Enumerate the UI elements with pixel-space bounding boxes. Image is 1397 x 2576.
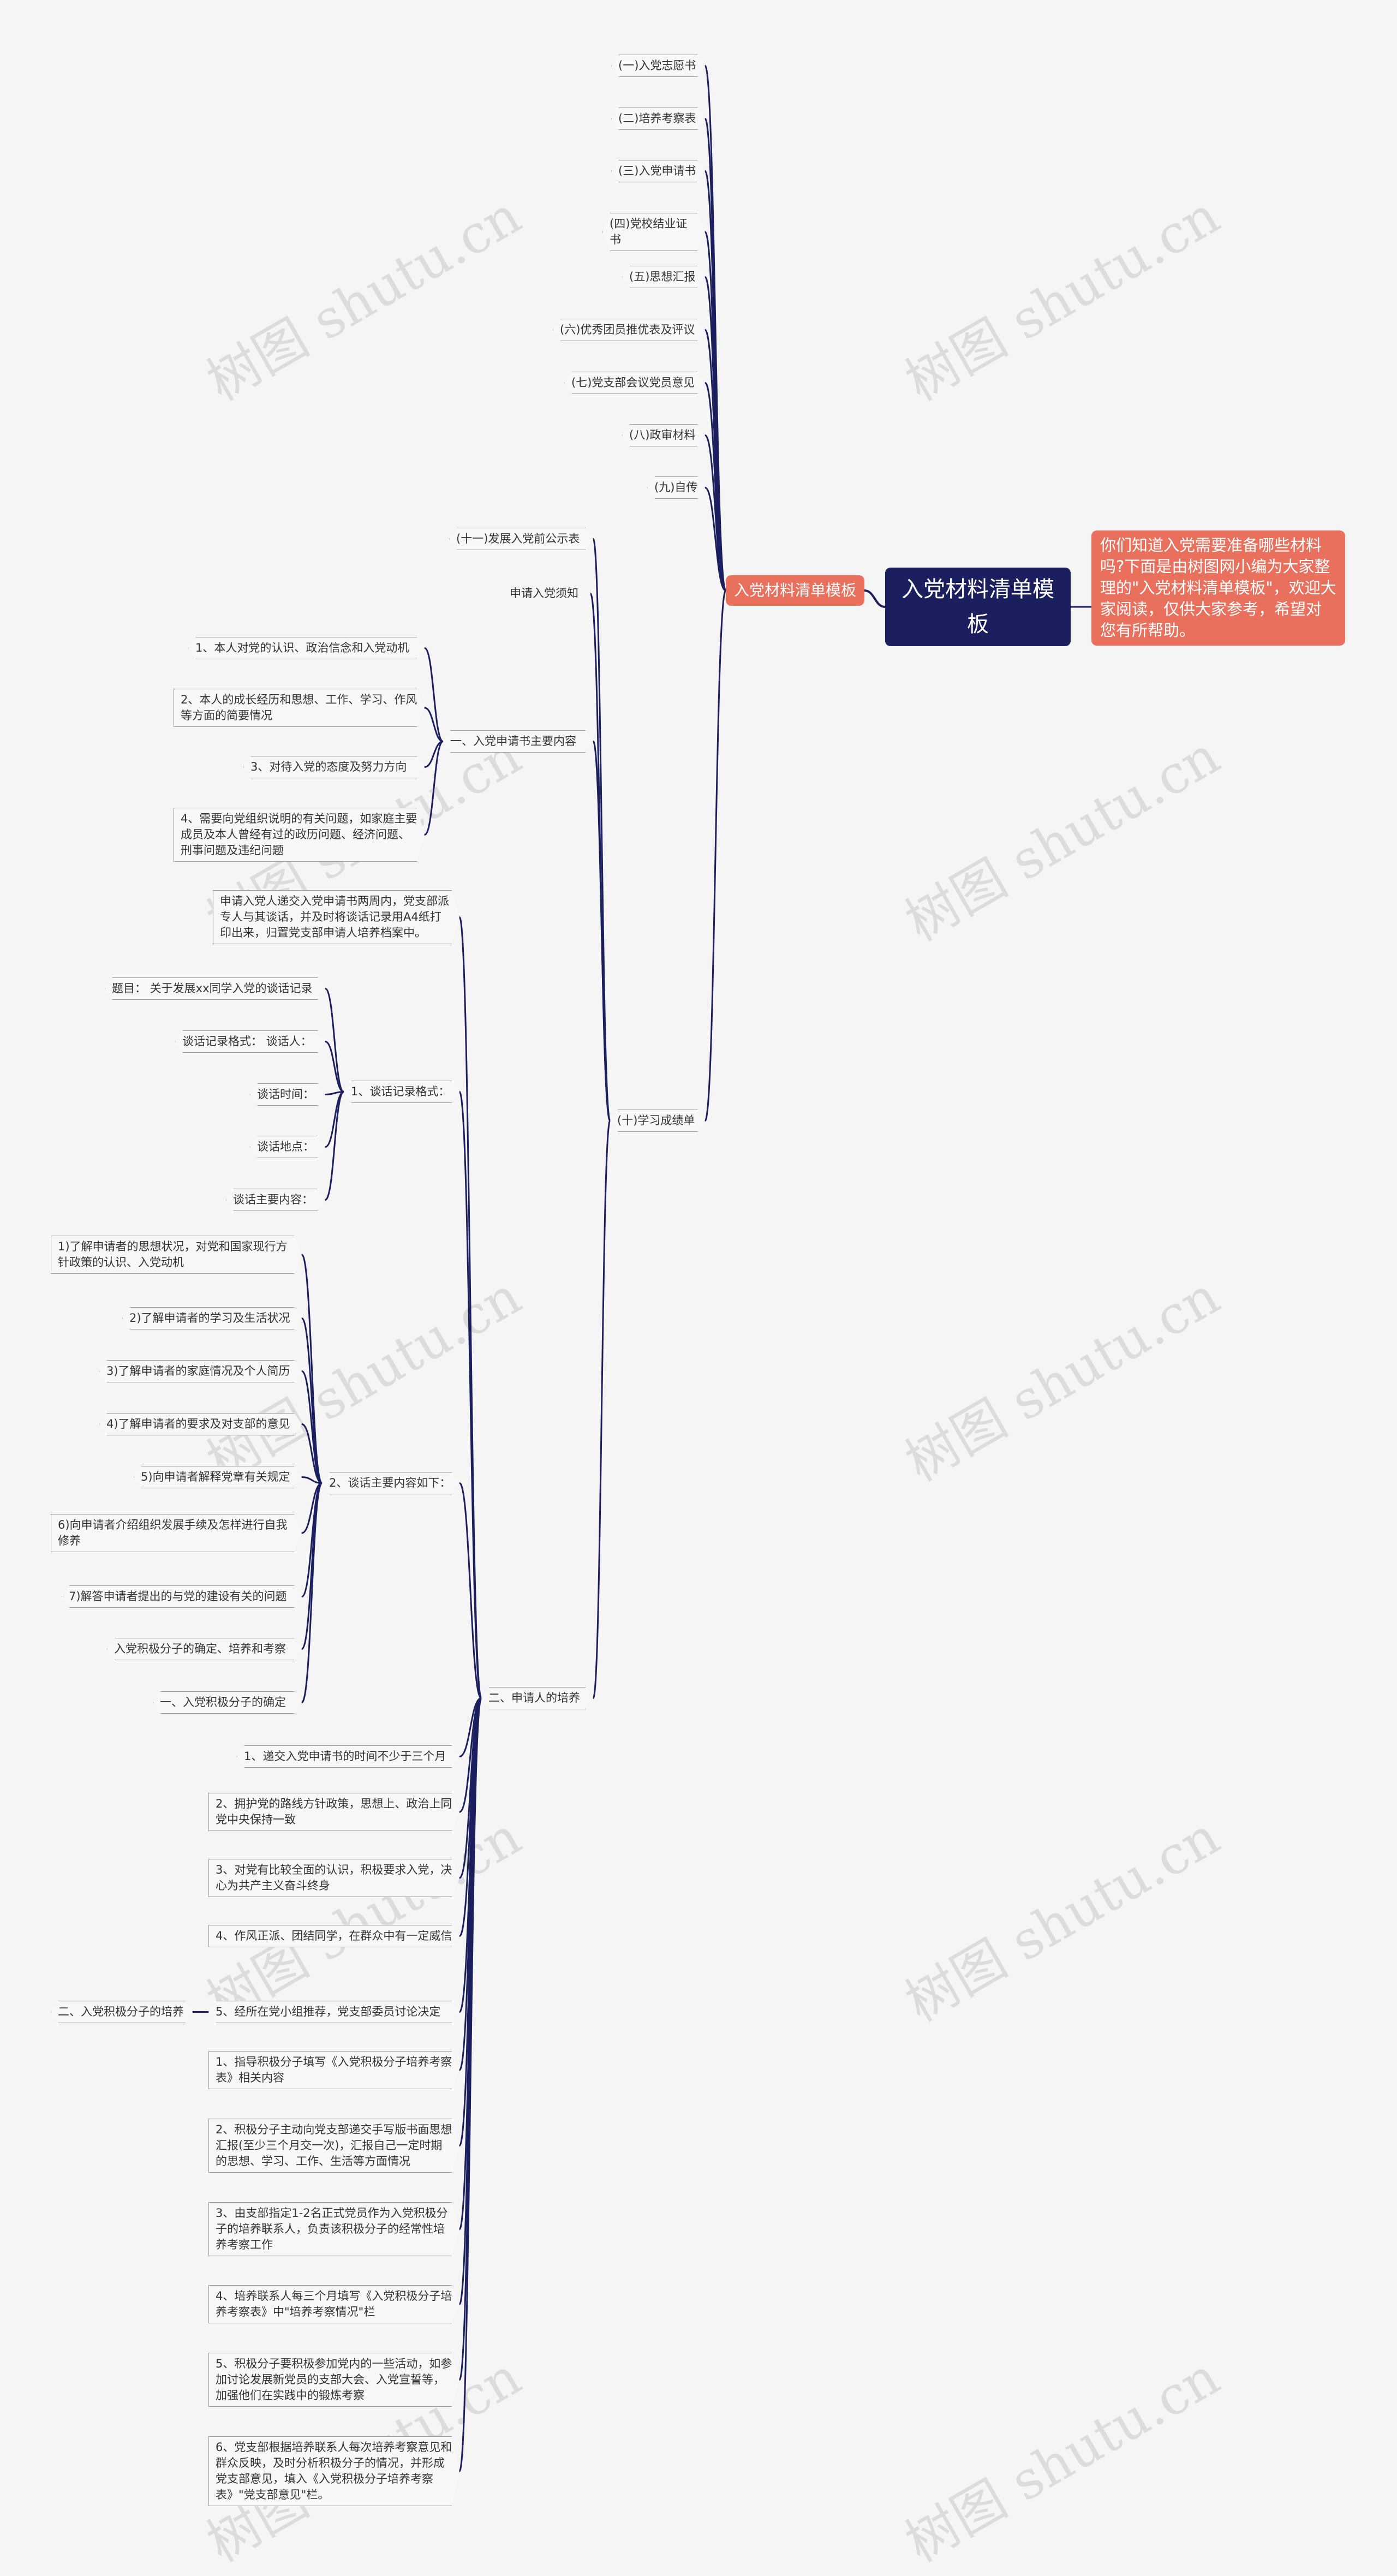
connector-line: [325, 1091, 344, 1201]
connector-line: [301, 1370, 323, 1484]
connector-line: [325, 1041, 344, 1093]
talk-record-format[interactable]: 1、谈话记录格式：: [344, 1081, 459, 1103]
training-item[interactable]: 3、由支部指定1-2名正式党员作为入党积极分子的培养联系人，负责该积极分子的经常…: [208, 2202, 459, 2256]
connector-line: [592, 741, 611, 1122]
talk-point[interactable]: 5)向申请者解释党章有关规定: [134, 1466, 302, 1488]
format-item[interactable]: 谈话地点：: [250, 1136, 325, 1158]
connector-line: [424, 707, 444, 742]
talk-point[interactable]: 1)了解申请者的思想状况，对党和国家现行方针政策的认识、入党动机: [51, 1236, 302, 1274]
talk-content[interactable]: 2、谈话主要内容如下：: [322, 1472, 459, 1494]
connector-line: [704, 589, 727, 1122]
item-political-review[interactable]: (八)政审材料: [622, 424, 705, 446]
connector-line: [424, 741, 444, 836]
format-item[interactable]: 谈话记录格式： 谈话人：: [175, 1030, 325, 1053]
item-application-notice[interactable]: 申请入党须知: [510, 587, 578, 600]
item-transcript[interactable]: (十)学习成绩单: [610, 1110, 705, 1132]
item-volunteer-book[interactable]: (一)入党志愿书: [611, 55, 705, 77]
format-item[interactable]: 谈话时间：: [250, 1083, 325, 1106]
item-branch-opinion[interactable]: (七)党支部会议党员意见: [564, 372, 705, 394]
intro-note[interactable]: 你们知道入党需要准备哪些材料吗?下面是由树图网小编为大家整理的"入党材料清单模板…: [1091, 530, 1345, 646]
application-content[interactable]: 一、入党申请书主要内容: [443, 730, 593, 753]
main-branch[interactable]: 入党材料清单模板: [726, 575, 864, 606]
connector-line: [424, 741, 444, 768]
connector-line: [301, 1423, 323, 1484]
item-training-form[interactable]: (二)培养考察表: [611, 108, 705, 130]
item-youth-recommend[interactable]: (六)优秀团员推优表及评议: [553, 319, 705, 341]
talk-point[interactable]: 4)了解申请者的要求及对支部的意见: [99, 1413, 302, 1435]
connector-line: [592, 1120, 611, 1699]
activist-training[interactable]: 二、入党积极分子的培养: [51, 2001, 193, 2023]
connector-line: [592, 538, 611, 1122]
talk-point[interactable]: 2)了解申请者的学习及生活状况: [122, 1307, 302, 1329]
item-public-notice[interactable]: (十一)发展入党前公示表: [449, 528, 593, 550]
condition-item[interactable]: 2、拥护党的路线方针政策，思想上、政治上同党中央保持一致: [208, 1793, 459, 1831]
application-point[interactable]: 4、需要向党组织说明的有关问题，如家庭主要成员及本人曾经有过的政历问题、经济问题…: [174, 808, 425, 862]
training-item[interactable]: 1、指导积极分子填写《入党积极分子培养考察表》相关内容: [208, 2051, 459, 2089]
training-intro[interactable]: 申请入党人递交入党申请书两周内，党支部派专人与其谈话，并及时将谈话记录用A4纸打…: [213, 890, 459, 944]
training-item[interactable]: 5、积极分子要积极参加党内的一些活动，如参加讨论发展新党员的支部大会、入党宣誓等…: [208, 2353, 459, 2407]
connector-line: [301, 1482, 323, 1703]
item-party-school-cert[interactable]: (四)党校结业证书: [602, 213, 705, 251]
item-application[interactable]: (三)入党申请书: [611, 160, 705, 182]
condition-item[interactable]: 5、经所在党小组推荐，党支部委员讨论决定: [208, 2001, 459, 2023]
talk-point[interactable]: 7)解答申请者提出的与党的建设有关的问题: [62, 1585, 302, 1608]
connector-line: [324, 988, 345, 1093]
root-topic[interactable]: 入党材料清单模板: [885, 568, 1071, 646]
application-point[interactable]: 1、本人对党的认识、政治信念和入党动机: [188, 637, 425, 659]
training-item[interactable]: 4、培养联系人每三个月填写《入党积极分子培养考察表》中"培养考察情况"栏: [208, 2285, 459, 2323]
connector-line: [458, 1091, 482, 1699]
condition-item[interactable]: 4、作风正派、团结同学，在群众中有一定威信: [208, 1925, 459, 1947]
item-autobiography[interactable]: (九)自传: [647, 476, 705, 499]
connector-line: [301, 1476, 323, 1484]
item-thought-report[interactable]: (五)思想汇报: [622, 266, 705, 288]
activist-determination[interactable]: 一、入党积极分子的确定: [153, 1691, 302, 1714]
condition-item[interactable]: 3、对党有比较全面的认识，积极要求入党，决心为共产主义奋斗终身: [208, 1859, 459, 1897]
connector-line: [301, 1482, 323, 1534]
format-item[interactable]: 谈话主要内容：: [226, 1189, 325, 1211]
application-point[interactable]: 2、本人的成长经历和思想、工作、学习、作风等方面的简要情况: [174, 689, 425, 727]
talk-point[interactable]: 3)了解申请者的家庭情况及个人简历: [99, 1360, 302, 1382]
connector-line: [705, 487, 726, 592]
application-point[interactable]: 3、对待入党的态度及努力方向: [243, 756, 425, 778]
training-item[interactable]: 2、积极分子主动向党支部递交手写版书面思想汇报(至少三个月交一次)，汇报自己一定…: [208, 2119, 459, 2173]
connector-line: [424, 647, 444, 742]
connector-line: [864, 589, 886, 608]
talk-point[interactable]: 6)向申请者介绍组织发展手续及怎样进行自我修养: [51, 1514, 302, 1552]
applicant-training[interactable]: 二、申请人的培养: [481, 1687, 593, 1709]
condition-item[interactable]: 1、递交入党申请书的时间不少于三个月: [237, 1745, 459, 1768]
format-item[interactable]: 题目： 关于发展xx同学入党的谈话记录: [105, 977, 325, 1000]
activist-selection[interactable]: 入党积极分子的确定、培养和考察: [107, 1638, 302, 1660]
connector-line: [458, 1697, 482, 2472]
connector-line: [704, 170, 727, 592]
training-item[interactable]: 6、党支部根据培养联系人每次培养考察意见和群众反映，及时分析积极分子的情况，并形…: [208, 2436, 459, 2506]
connector-line: [301, 1254, 323, 1484]
connector-line: [458, 1482, 482, 1699]
